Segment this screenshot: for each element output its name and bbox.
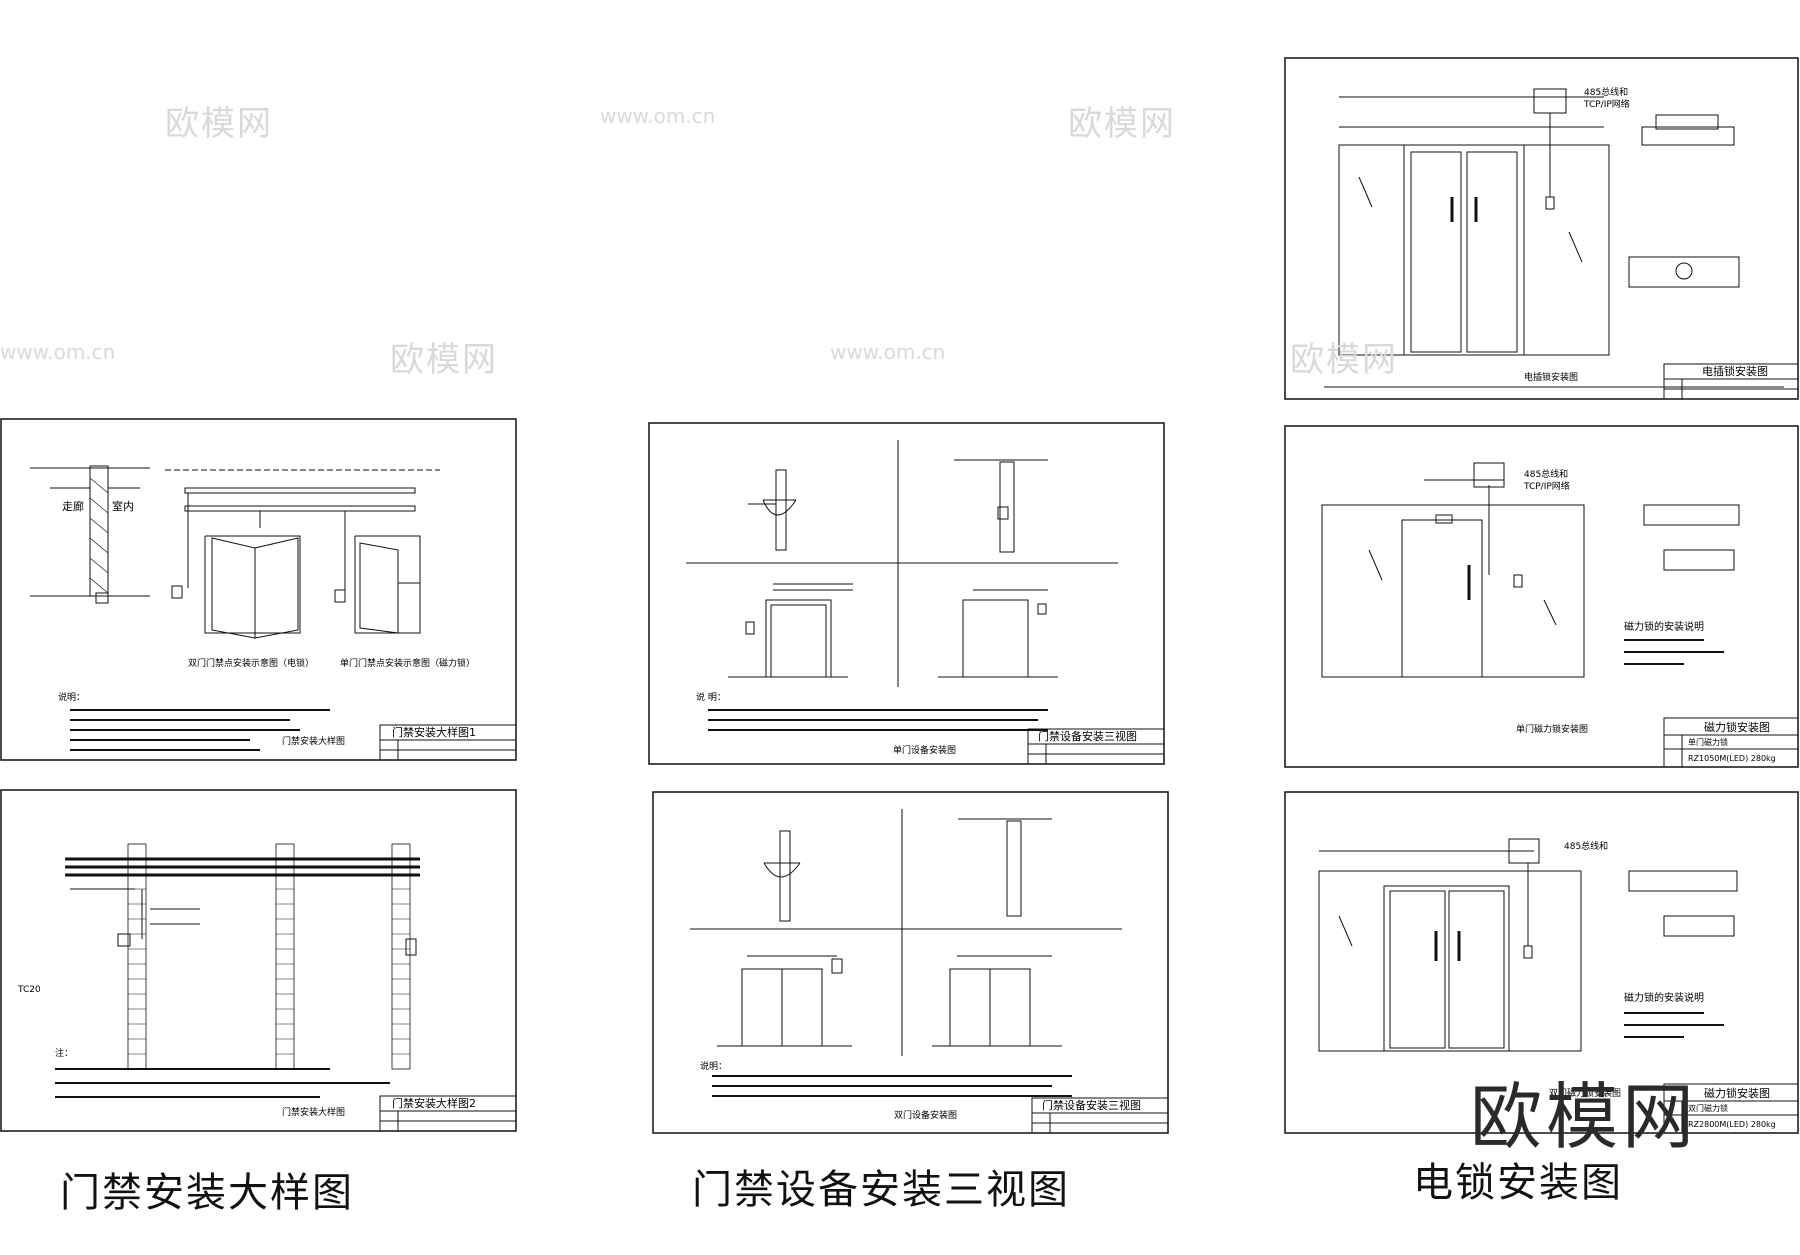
bus-tag-2: TCP/IP网络 <box>1523 480 1570 492</box>
lock-spec: 单门磁力锁 <box>1688 737 1728 747</box>
room-b-label: 室内 <box>112 499 134 513</box>
notes-head: 说明： <box>700 1060 727 1072</box>
sheet-magnetic-lock-double: 485总线和 磁力锁的安装说明 双门磁力锁安装图 磁力锁安装图 双门磁力锁 RZ… <box>1284 791 1799 1134</box>
sheet-subtitle: 单门磁力锁安装图 <box>1516 723 1588 735</box>
sheet-subtitle: 双门设备安装图 <box>894 1109 957 1121</box>
lock-desc-head: 磁力锁的安装说明 <box>1624 991 1704 1004</box>
sheet-title: 磁力锁安装图 <box>1704 720 1770 734</box>
watermark-url: www.om.cn <box>0 340 116 364</box>
sheet-electric-lock: 485总线和 TCP/IP网络 电插锁安装图 电插锁安装图 <box>1284 57 1799 400</box>
sheet-subtitle: 双门磁力锁安装图 <box>1549 1087 1621 1099</box>
caption-single-door: 单门门禁点安装示意图（磁力锁） <box>340 657 475 669</box>
bus-tag: 485总线和 <box>1524 468 1568 480</box>
bus-tag: 485总线和 <box>1584 86 1628 98</box>
sheet-title: 门禁设备安装三视图 <box>1042 1098 1141 1112</box>
notes-head: 注： <box>55 1047 73 1059</box>
watermark-url: www.om.cn <box>600 104 716 128</box>
label-device-three-view: 门禁设备安装三视图 <box>692 1167 1070 1213</box>
bus-tag-2: TCP/IP网络 <box>1583 98 1630 110</box>
sheet-title: 门禁安装大样图2 <box>392 1096 476 1110</box>
sheet-title: 门禁安装大样图1 <box>392 725 476 739</box>
sheet-access-detail-2: TC20 注： 门禁安装大样图 门禁安装大样图2 <box>0 789 517 1132</box>
watermark-cn: 欧模网 <box>165 104 273 144</box>
lock-model: RZ2800M(LED) 280kg <box>1688 1120 1776 1129</box>
notes-head: 说 明： <box>696 691 726 703</box>
lock-desc-head: 磁力锁的安装说明 <box>1624 620 1704 633</box>
cable-tag: TC20 <box>17 985 41 995</box>
sheet-title: 电插锁安装图 <box>1702 364 1768 378</box>
bus-tag: 485总线和 <box>1564 840 1608 852</box>
sheet-subtitle: 门禁安装大样图 <box>282 1106 345 1118</box>
lock-model: RZ1050M(LED) 280kg <box>1688 754 1776 763</box>
label-access-detail: 门禁安装大样图 <box>60 1170 354 1216</box>
sheet-title: 磁力锁安装图 <box>1704 1086 1770 1100</box>
sheet-access-detail-1: 走廊 室内 双门门禁点安装示意图（电锁） 单门门禁点安装示意图（磁力锁） 说明：… <box>0 418 517 761</box>
watermark-cn: 欧模网 <box>390 340 498 380</box>
sheet-title: 门禁设备安装三视图 <box>1038 729 1137 743</box>
notes-head: 说明： <box>58 691 85 703</box>
lock-spec: 双门磁力锁 <box>1688 1103 1728 1113</box>
sheet-subtitle: 电插锁安装图 <box>1524 371 1578 383</box>
room-a-label: 走廊 <box>62 499 84 513</box>
caption-double-door: 双门门禁点安装示意图（电锁） <box>188 657 314 669</box>
watermark-url: www.om.cn <box>830 340 946 364</box>
brand-logo: 欧模网 <box>1470 1075 1699 1159</box>
watermark-cn: 欧模网 <box>1068 104 1176 144</box>
sheet-double-door-device: 说明： 双门设备安装图 门禁设备安装三视图 <box>652 791 1169 1134</box>
sheet-subtitle: 单门设备安装图 <box>893 744 956 756</box>
sheet-single-door-device: 说 明： 单门设备安装图 门禁设备安装三视图 <box>648 422 1165 765</box>
sheet-magnetic-lock-single: 485总线和 TCP/IP网络 磁力锁的安装说明 单门磁力锁安装图 磁力锁安装图… <box>1284 425 1799 768</box>
sheet-subtitle: 门禁安装大样图 <box>282 735 345 747</box>
label-lock-install: 电锁安装图 <box>1413 1160 1623 1206</box>
